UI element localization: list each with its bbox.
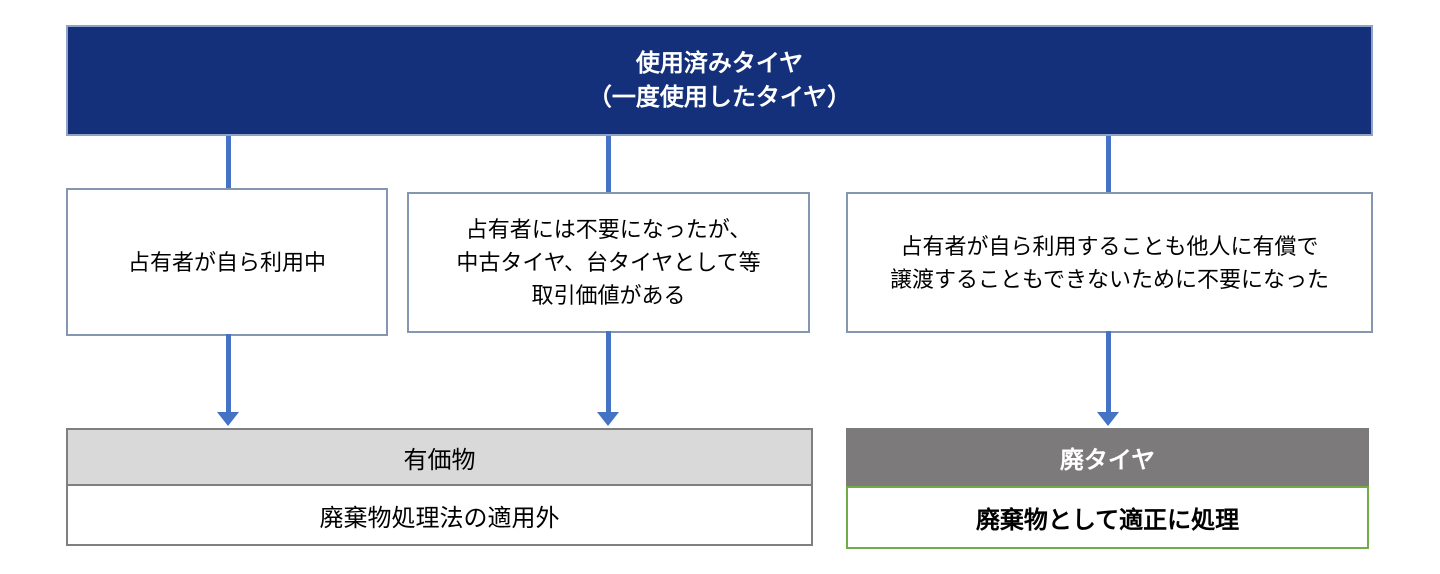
condition-line: 譲渡することもできないために不要になった	[889, 266, 1330, 292]
connector-root-to-branch-3	[1106, 136, 1111, 193]
connector-root-to-branch-2	[606, 136, 611, 193]
result-box-waste: 廃タイヤ 廃棄物として適正に処理	[846, 428, 1369, 549]
condition-text: 占有者が自ら利用することも他人に有償で 譲渡することもできないために不要になった	[890, 230, 1329, 296]
result-waste-header: 廃タイヤ	[846, 428, 1369, 486]
condition-box-trade-value: 占有者には不要になったが、 中古タイヤ、台タイヤとして等 取引価値がある	[407, 192, 810, 333]
condition-line: 中古タイヤ、台タイヤとして等	[456, 250, 761, 275]
condition-line: 占有者が自ら利用中	[127, 249, 326, 275]
root-title-line2: （一度使用したタイヤ）	[587, 83, 852, 111]
condition-line: 占有者が自ら利用することも他人に有償で	[900, 233, 1319, 259]
root-title-line1: 使用済みタイヤ	[635, 49, 804, 77]
result-waste-body: 廃棄物として適正に処理	[846, 486, 1369, 549]
result-valuable-text: 廃棄物処理法の適用外	[319, 504, 560, 532]
result-valuable-title: 有価物	[403, 446, 476, 474]
condition-box-unwanted: 占有者が自ら利用することも他人に有償で 譲渡することもできないために不要になった	[846, 192, 1373, 333]
arrowhead-icon	[217, 412, 239, 426]
arrowhead-icon	[597, 412, 619, 426]
condition-text: 占有者には不要になったが、 中古タイヤ、台タイヤとして等 取引価値がある	[456, 213, 760, 312]
condition-box-in-use: 占有者が自ら利用中	[66, 188, 388, 336]
arrow-branch1-to-valuable	[226, 334, 231, 414]
result-waste-title: 廃タイヤ	[1059, 446, 1156, 474]
result-valuable-body: 廃棄物処理法の適用外	[66, 486, 813, 546]
connector-root-to-branch-1	[226, 136, 231, 189]
condition-line: 占有者には不要になったが、	[465, 217, 752, 242]
root-box-used-tires: 使用済みタイヤ （一度使用したタイヤ）	[66, 25, 1373, 136]
arrowhead-icon	[1097, 412, 1119, 426]
result-waste-text: 廃棄物として適正に処理	[975, 507, 1240, 534]
condition-text: 占有者が自ら利用中	[128, 246, 326, 279]
condition-line: 取引価値がある	[531, 283, 686, 308]
arrow-branch3-to-waste	[1106, 331, 1111, 414]
result-valuable-header: 有価物	[66, 428, 813, 486]
result-box-valuable: 有価物 廃棄物処理法の適用外	[66, 428, 813, 546]
arrow-branch2-to-valuable	[606, 331, 611, 414]
